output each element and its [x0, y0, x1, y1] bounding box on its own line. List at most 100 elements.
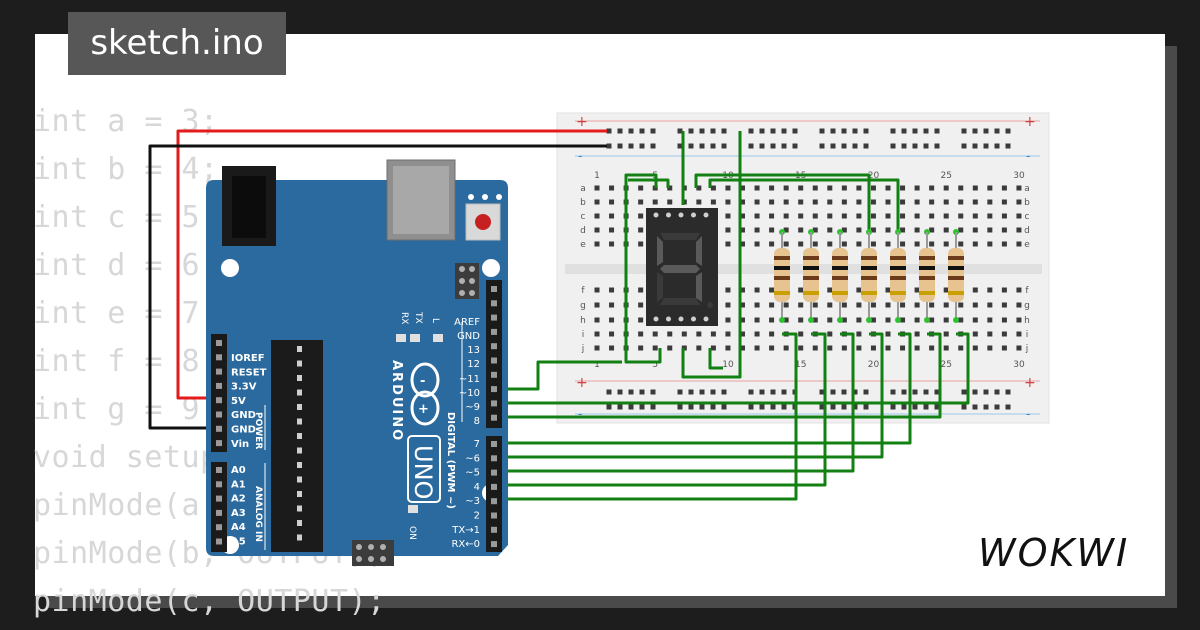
row-letter: i: [1026, 330, 1029, 340]
breadboard-hole: [885, 185, 891, 191]
header-pin: [491, 469, 497, 476]
breadboard-hole: [652, 345, 658, 351]
breadboard-hole: [725, 213, 731, 219]
display-pin-dot: [666, 212, 671, 218]
seven-segment-display[interactable]: 4: [0, 0, 718, 326]
breadboard-hole: [609, 287, 615, 293]
breadboard-hole: [798, 227, 804, 233]
header-pin: [216, 524, 222, 531]
breadboard-hole: [812, 227, 818, 233]
breadboard-hole: [812, 345, 818, 351]
breadboard-hole: [914, 331, 920, 337]
rail-hole: [934, 404, 940, 410]
breadboard-hole: [972, 287, 978, 293]
reset-button[interactable]: [465, 203, 501, 241]
header-pin: [216, 368, 222, 375]
rail-hole: [972, 404, 978, 410]
chip-marks: [297, 346, 302, 541]
chip-pin-mark: [297, 476, 302, 483]
breadboard-hole: [914, 287, 920, 293]
display-pin-dot: [691, 316, 696, 322]
breadboard-hole: [943, 241, 949, 247]
breadboard-hole: [812, 302, 818, 308]
power-pin-label: IOREF: [231, 353, 265, 364]
rail-hole: [721, 389, 727, 395]
l-led: [433, 334, 443, 342]
rail-hole: [819, 389, 825, 395]
reset-button-cap[interactable]: [475, 214, 491, 230]
breadboard-hole: [987, 317, 993, 323]
digital-pin-label: RX←0: [451, 539, 480, 550]
rail-hole: [923, 404, 929, 410]
breadboard-hole: [900, 241, 906, 247]
rail-hole: [863, 389, 869, 395]
arduino-uno[interactable]: RX TX L ON + - ARDUINO UNO DIGITAL (PWM …: [206, 159, 508, 566]
resistor-band: [803, 266, 819, 270]
breadboard-hole: [812, 213, 818, 219]
resistor-lead-dot: [808, 317, 814, 323]
rail-hole: [677, 128, 683, 134]
breadboard-hole: [885, 302, 891, 308]
wire-5v: [176, 129, 607, 400]
icsp-pin: [459, 278, 465, 284]
breadboard-hole: [827, 241, 833, 247]
rail-hole: [617, 128, 623, 134]
breadboard-hole: [740, 199, 745, 205]
segment-e: [657, 272, 663, 302]
rail-hole: [994, 128, 1000, 134]
rail-hole: [841, 143, 847, 149]
rail-hole: [781, 143, 787, 149]
rail-hole: [890, 389, 896, 395]
rail-hole: [912, 143, 918, 149]
rail-minus-label: -: [578, 407, 582, 421]
rail-hole: [819, 404, 825, 410]
arduino-brand: ARDUINO: [389, 360, 404, 442]
breadboard-hole: [609, 331, 615, 337]
label-rx: RX: [399, 312, 409, 324]
header-pin: [491, 498, 497, 505]
rail-hole: [841, 404, 847, 410]
rail-hole: [1005, 128, 1011, 134]
display-pin-dot: [678, 316, 684, 322]
breadboard-hole: [769, 302, 775, 308]
file-tab[interactable]: sketch.ino: [68, 12, 286, 75]
digital-pin-label: GND: [457, 331, 480, 342]
header-pin: [216, 425, 222, 432]
wire-seg: [624, 173, 662, 364]
breadboard-hole: [841, 185, 847, 191]
rail-hole: [639, 389, 645, 395]
digital-header-top: [486, 280, 502, 428]
breadboard-hole: [798, 241, 804, 247]
header-pin: [216, 495, 222, 502]
rail-hole: [721, 143, 727, 149]
wire-seg: [628, 178, 670, 188]
power-pin-label: 3.3V: [231, 382, 257, 393]
breadboard-hole: [638, 302, 644, 308]
breadboard-hole: [754, 227, 760, 233]
resistor-band: [919, 266, 935, 270]
chip-pin-mark: [297, 433, 302, 439]
breadboard-hole: [1016, 302, 1022, 308]
icsp-pin: [380, 544, 386, 550]
resistor-band: [774, 256, 790, 260]
resistor-band: [948, 276, 964, 280]
chip-pin-mark: [297, 447, 302, 454]
resistor-lead-dot: [779, 317, 785, 323]
breadboard-hole: [754, 199, 760, 205]
breadboard-hole: [900, 317, 906, 323]
analog-header: [211, 462, 227, 552]
breadboard-hole: [929, 185, 935, 191]
column-number: 10: [722, 360, 734, 370]
breadboard-hole: [972, 317, 978, 323]
label-on: ON: [407, 526, 417, 540]
breadboard-hole: [725, 241, 731, 247]
rail-plus-label: +: [576, 114, 588, 130]
breadboard-hole: [725, 317, 731, 323]
row-letter: j: [1025, 344, 1029, 354]
breadboard-hole: [696, 345, 702, 351]
breadboard-hole: [943, 317, 949, 323]
breadboard-hole: [740, 185, 745, 191]
digital-pin-label: 2: [474, 511, 480, 522]
breadboard-hole: [856, 227, 862, 233]
breadboard-hole: [943, 227, 949, 233]
